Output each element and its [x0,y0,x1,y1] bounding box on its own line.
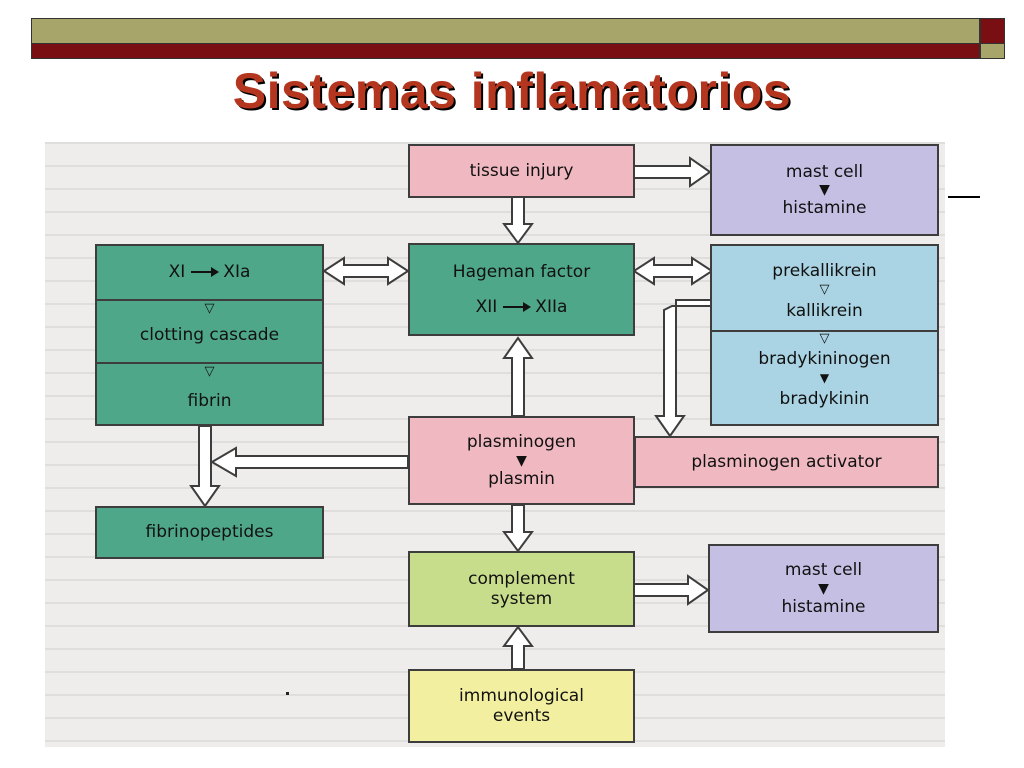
mast-cell-top-arrow: ▼ [819,182,830,198]
xi-to: XIa [223,261,251,282]
header-band-red [31,43,980,59]
corner-square-olive [980,43,1005,59]
clotting-down-1: ▽ [204,301,215,317]
fibrinopeptides-label: fibrinopeptides [145,522,274,543]
mast-cell-top-label: mast cell [785,161,864,182]
complement-label: complement [468,568,575,589]
mast-cell-top-box: mast cell ▼ histamine [710,144,939,236]
complement-system-box: complement system [408,551,635,627]
arrow-tissue-to-hageman [502,196,534,245]
hageman-reaction-arrow [503,301,532,312]
arrow-kallikrein-to-activator [654,299,713,438]
kallikrein-label: kallikrein [786,300,863,321]
mast-cell-bottom-label: mast cell [784,560,863,581]
plasmin-label: plasmin [488,468,555,489]
slide-title: Sistemas inflamatorios [232,63,792,119]
arrow-fibrin-to-fibrinopeptides [189,425,221,508]
immunological-events-box: immunological events [408,669,635,743]
arrow-tissue-to-mastcell [633,156,712,188]
arrow-hageman-kallikrein [632,256,714,286]
clotting-down-2: ▽ [204,364,215,380]
plasminogen-box: plasminogen ▼ plasmin [408,416,635,505]
arrow-plasminogen-to-left [210,446,409,478]
plasminogen-arrow: ▼ [516,452,527,469]
plasminogen-activator-box: plasminogen activator [634,436,939,488]
kallikrein-separator [712,330,937,332]
clotting-separator-1 [97,299,322,301]
bradykininogen-label: bradykininogen [758,348,891,369]
arrow-plasminogen-to-hageman [502,336,534,417]
plasminogen-label: plasminogen [466,432,577,453]
mast-cell-bottom-histamine: histamine [781,596,866,617]
xi-reaction-row: XI XIa [97,246,322,298]
xi-reaction-arrow [191,266,220,277]
clotting-cascade-box: XI XIa ▽ clotting cascade ▽ fibrin [95,244,324,426]
hageman-factor-label: Hageman factor [452,262,591,283]
immunological-label: immunological [459,685,584,706]
complement-system-label: system [490,589,553,609]
plasminogen-activator-label: plasminogen activator [691,451,882,472]
arrow-complement-to-mastcell [633,574,710,606]
xi-from: XI [168,261,186,282]
clotting-separator-2 [97,362,322,364]
mast-cell-top-histamine: histamine [782,198,867,218]
arrow-clotting-hageman [322,256,410,286]
fibrinopeptides-box: fibrinopeptides [95,506,324,559]
mast-cell-bottom-box: mast cell ▼ histamine [708,544,939,633]
hageman-factor-box: Hageman factor XII XIIa [408,243,635,336]
hageman-from: XII [475,296,498,317]
paper-dot [286,692,289,695]
edge-rule [948,196,980,198]
prekallikrein-label: prekallikrein [772,260,877,281]
tissue-injury-label: tissue injury [469,160,574,181]
prekallikrein-down: ▽ [819,282,830,298]
events-label: events [492,706,551,726]
arrow-plasminogen-to-complement [502,504,534,553]
kallikrein-box: prekallikrein ▽ kallikrein ▽ bradykinino… [710,244,939,426]
arrow-immunological-to-complement [502,625,534,670]
bradykininogen-arrow: ▼ [819,370,830,385]
tissue-injury-box: tissue injury [408,144,635,198]
hageman-to: XIIa [535,296,568,317]
clotting-cascade-label: clotting cascade [139,324,280,345]
hageman-reaction: XII XIIa [476,297,568,317]
bradykinin-label: bradykinin [779,388,870,409]
kallikrein-down: ▽ [819,331,830,347]
mast-cell-bottom-arrow: ▼ [818,580,829,597]
fibrin-label: fibrin [187,390,232,411]
